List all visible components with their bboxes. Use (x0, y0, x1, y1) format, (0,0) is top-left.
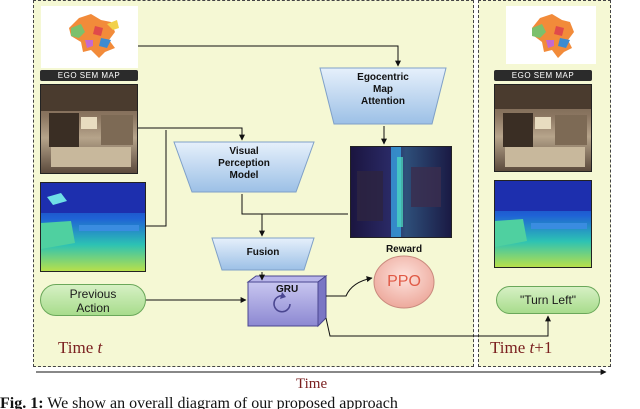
depth-image-left (40, 182, 146, 272)
attention-map-image (350, 146, 452, 238)
ppo-label: PPO (387, 273, 421, 290)
ppo-circle (373, 255, 435, 309)
visual-perception-block (173, 141, 315, 193)
ego-sem-map-label-left: EGO SEM MAP (40, 70, 138, 81)
egocentric-map-attention-block (319, 67, 447, 125)
rgb-observation-image-left (40, 84, 138, 174)
gru-block (247, 281, 319, 327)
visual-perception-label: Visual Perception Model (218, 146, 270, 181)
figure-caption: Fig. 1: We show an overall diagram of ou… (0, 396, 398, 409)
egocentric-map-attention-label: Egocentric Map Attention (357, 72, 409, 107)
time-t1-label: Time t+1 (490, 338, 553, 357)
ego-sem-map-label-right: EGO SEM MAP (494, 70, 592, 81)
depth-image-right (494, 180, 592, 268)
rgb-observation-image-right (494, 84, 592, 172)
gru-label: GRU (276, 284, 299, 295)
reward-label: Reward (385, 244, 423, 255)
turn-left-action-pill: "Turn Left" (496, 286, 600, 314)
previous-action-pill: Previous Action (40, 284, 146, 316)
ego-sem-map-image-right (506, 6, 596, 64)
fusion-block (211, 237, 315, 271)
time-axis-label: Time (296, 376, 328, 392)
fusion-label: Fusion (246, 247, 280, 258)
time-t-label: Time t (58, 338, 103, 357)
ego-sem-map-image-left (41, 6, 138, 68)
